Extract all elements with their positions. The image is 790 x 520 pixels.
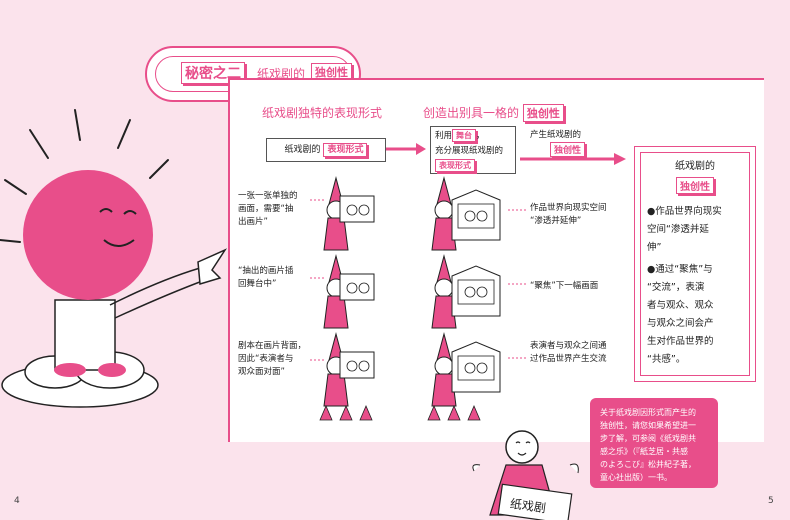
- final-bullet-2: ●通过“聚焦”与“交流”，表演者与观众、观众 与观众之间会产生对作品世界的“共感…: [647, 264, 714, 365]
- row1-right-text: 作品世界向现实空间“渗透并延伸”: [530, 203, 607, 226]
- left-column-heading: 纸戏剧独特的表现形式: [262, 106, 383, 120]
- reference-note: 关于纸戏剧因形式而产生的独创性，请您如果希望进一步了解，可参阅《纸戏剧共 感之乐…: [590, 398, 718, 488]
- page-number-left: 4: [14, 496, 20, 506]
- middle-column-heading: 创造出别具一格的 独创性: [423, 104, 564, 122]
- middle-concept-box: 利用舞台， 充分展现纸戏剧的 表现形式: [430, 126, 516, 174]
- row3-left-text: 剧本在画片背面，因此“表演者与观众面对面”: [238, 341, 307, 377]
- arrow-right-icon: [386, 143, 426, 155]
- row3-right-text: 表演者与观众之间通过作品世界产生交流: [530, 341, 607, 364]
- sun-face: [23, 170, 153, 300]
- final-summary-box: 纸戏剧的 独创性 ●作品世界向现实空间“渗透并延伸” ●通过“聚焦”与“交流”，…: [634, 146, 756, 382]
- row2-left-text: “抽出的画片插回舞台中”: [238, 266, 294, 289]
- left-concept-box: 纸戏剧的 表现形式: [266, 138, 386, 162]
- arrow-label: 产生纸戏剧的 独创性: [530, 128, 586, 157]
- title-tag: 独创性: [311, 63, 352, 81]
- sign-character-illustration: [472, 430, 579, 520]
- row2-right-text: “聚焦”下一幅画面: [530, 281, 599, 291]
- row1-left-text: 一张一张单独的画面，需要“抽出画片”: [238, 191, 298, 227]
- title-sub: 纸戏剧的: [257, 67, 306, 81]
- arrow-right-icon: [520, 153, 626, 165]
- performer-illustrations: [310, 177, 526, 421]
- sun-character-illustration: [0, 109, 228, 408]
- final-title: 纸戏剧的: [675, 161, 715, 172]
- page-number-right: 5: [768, 496, 774, 506]
- final-tag: 独创性: [676, 177, 714, 194]
- final-bullet-1: ●作品世界向现实空间“渗透并延伸”: [647, 206, 722, 253]
